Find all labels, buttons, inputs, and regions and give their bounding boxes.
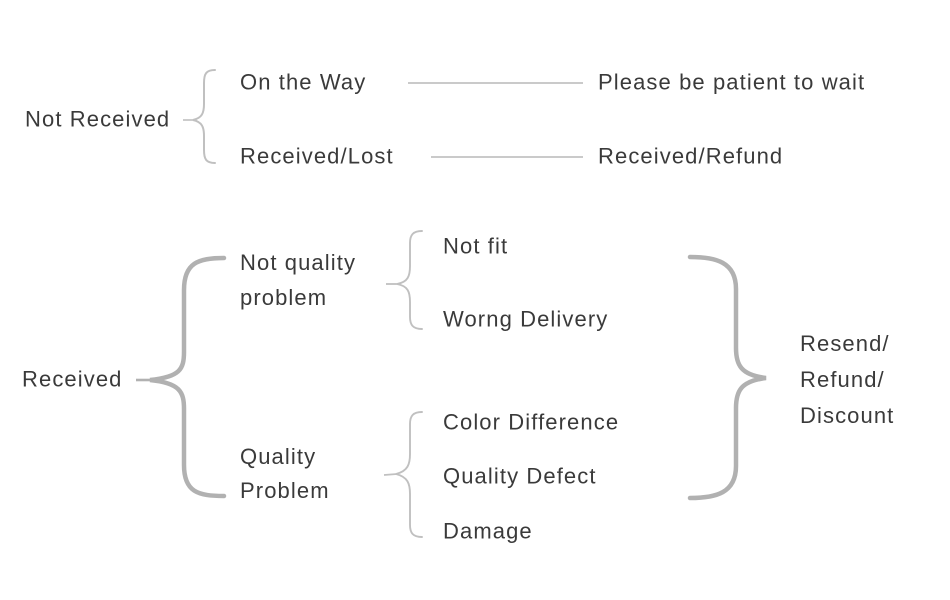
- resend-refund-discount-outcome-label: Resend/ Refund/ Discount: [800, 326, 894, 434]
- quality-defect-label: Quality Defect: [443, 463, 597, 489]
- received-brace: [149, 255, 227, 499]
- quality-problem-label-line-2: Problem: [240, 478, 330, 503]
- outcome-closing-brace: [687, 254, 767, 501]
- please-wait-outcome-label: Please be patient to wait: [598, 69, 866, 95]
- quality-problem-label: Quality Problem: [240, 440, 330, 508]
- quality-problem-connector-line: [383, 473, 398, 476]
- not-quality-problem-label-line-1: Not quality: [240, 250, 357, 275]
- not-quality-problem-label-line-2: problem: [240, 285, 328, 310]
- on-the-way-label: On the Way: [240, 69, 367, 95]
- not-fit-label: Not fit: [443, 233, 509, 259]
- received-refund-outcome-label: Received/Refund: [598, 143, 784, 169]
- quality-problem-label-line-1: Quality: [240, 444, 317, 469]
- outcome-line-resend: Resend/: [800, 331, 890, 356]
- outcome-line-discount: Discount: [800, 403, 895, 428]
- quality-problem-brace: [395, 411, 423, 538]
- not-quality-problem-label: Not quality problem: [240, 245, 356, 315]
- not-received-root-label: Not Received: [25, 106, 171, 132]
- not-received-brace: [192, 69, 216, 164]
- received-lost-label: Received/Lost: [240, 143, 394, 169]
- worng-delivery-label: Worng Delivery: [443, 306, 609, 332]
- damage-label: Damage: [443, 518, 533, 544]
- color-difference-label: Color Difference: [443, 409, 620, 435]
- received-root-label: Received: [22, 366, 123, 392]
- not-quality-problem-brace: [396, 230, 423, 330]
- outcome-line-refund: Refund/: [800, 367, 885, 392]
